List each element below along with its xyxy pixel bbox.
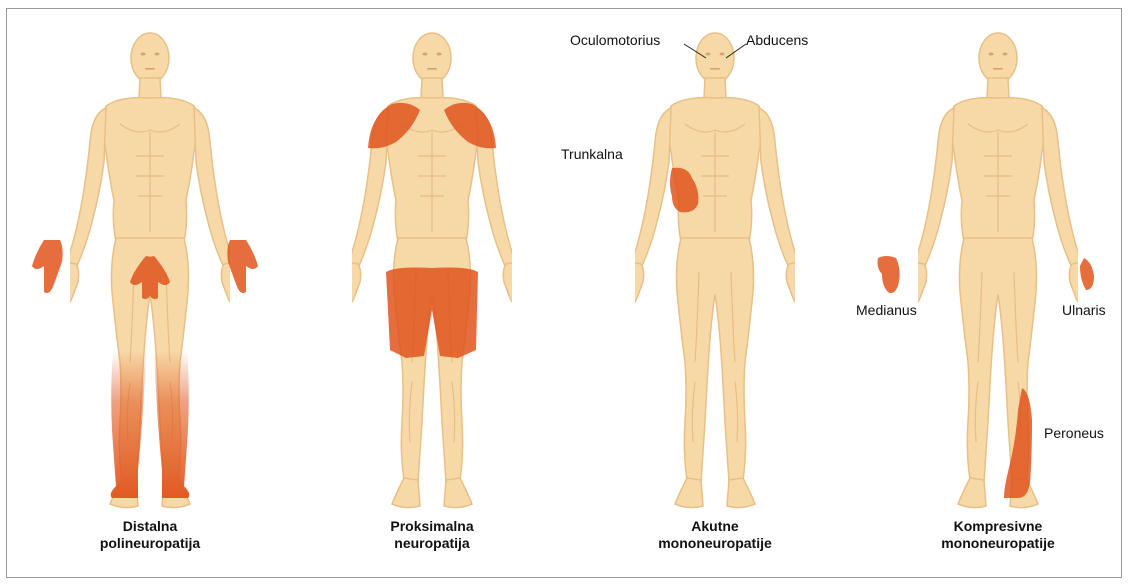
proximal-thighs-area	[386, 268, 478, 359]
caption-compressive-line2: mononeuropatije	[888, 535, 1108, 552]
caption-distal: Distalna polineuropatija	[40, 518, 260, 552]
caption-proximal-line2: neuropatija	[322, 535, 542, 552]
figure-acute-body	[615, 33, 815, 508]
label-abducens: Abducens	[746, 32, 808, 48]
caption-proximal-line1: Proksimalna	[322, 518, 542, 535]
label-medianus: Medianus	[856, 302, 917, 318]
label-ulnaris: Ulnaris	[1062, 302, 1106, 318]
caption-compressive: Kompresivne mononeuropatije	[888, 518, 1108, 552]
label-oculomotorius: Oculomotorius	[570, 32, 660, 48]
distal-right-hand-area	[227, 240, 258, 293]
distal-legs-area	[111, 350, 190, 498]
caption-acute-line1: Akutne	[605, 518, 825, 535]
caption-distal-line1: Distalna	[40, 518, 260, 535]
label-peroneus: Peroneus	[1044, 425, 1104, 441]
distal-left-hand-area	[32, 240, 63, 293]
compressive-medianus-area	[878, 256, 900, 293]
figure-distal-body	[50, 33, 250, 508]
compressive-ulnaris-area	[1080, 258, 1094, 290]
caption-compressive-line1: Kompresivne	[888, 518, 1108, 535]
caption-acute-line2: mononeuropatije	[605, 535, 825, 552]
caption-distal-line2: polineuropatija	[40, 535, 260, 552]
caption-proximal: Proksimalna neuropatija	[322, 518, 542, 552]
caption-acute: Akutne mononeuropatije	[605, 518, 825, 552]
label-trunkalna: Trunkalna	[561, 146, 623, 162]
